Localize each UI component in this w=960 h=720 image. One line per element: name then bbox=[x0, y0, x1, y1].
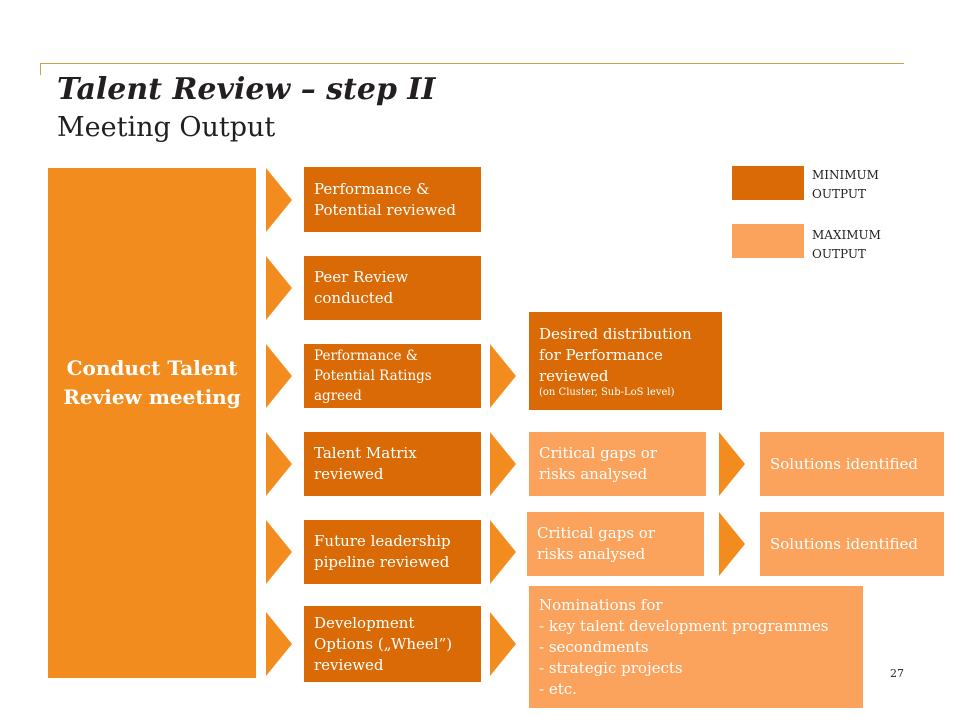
arrow-chevron-icon bbox=[490, 612, 516, 676]
performance-potential-ratings-box: Performance & Potential Ratings agreed bbox=[304, 344, 481, 408]
box-label: Talent Matrix reviewed bbox=[314, 444, 417, 483]
box-label: Solutions identified bbox=[770, 454, 918, 473]
arrow-chevron-icon bbox=[490, 344, 516, 408]
arrow-chevron-icon bbox=[266, 344, 292, 408]
box-label: Future leadership pipeline reviewed bbox=[314, 532, 451, 571]
solutions-identified-box-1: Solutions identified bbox=[760, 432, 944, 496]
nominations-item: - etc. bbox=[539, 679, 577, 698]
header-rule-tick bbox=[40, 63, 41, 75]
arrow-chevron-icon bbox=[266, 168, 292, 232]
nominations-title: Nominations for bbox=[539, 595, 663, 614]
future-leadership-pipeline-box: Future leadership pipeline reviewed bbox=[304, 520, 481, 584]
box-label: Solutions identified bbox=[770, 534, 918, 553]
development-options-box: Development Options („Wheel”) reviewed bbox=[304, 606, 481, 682]
box-label: Desired distribution for Performance rev… bbox=[539, 324, 692, 385]
legend-label-minimum: MINIMUM OUTPUT bbox=[812, 168, 879, 201]
critical-gaps-box-1: Critical gaps or risks analysed bbox=[529, 432, 706, 496]
box-label: Critical gaps or risks analysed bbox=[539, 444, 657, 483]
legend-label-maximum: MAXIMUM OUTPUT bbox=[812, 228, 881, 261]
box-label: Performance & Potential Ratings agreed bbox=[314, 348, 432, 404]
arrow-chevron-icon bbox=[266, 256, 292, 320]
page-number: 27 bbox=[890, 667, 904, 680]
arrow-chevron-icon bbox=[266, 432, 292, 496]
critical-gaps-box-2: Critical gaps or risks analysed bbox=[527, 512, 704, 576]
header-rule bbox=[40, 63, 904, 64]
nominations-item: - strategic projects bbox=[539, 658, 683, 677]
nominations-item: - secondments bbox=[539, 637, 649, 656]
arrow-chevron-icon bbox=[719, 512, 745, 576]
arrow-chevron-icon bbox=[266, 520, 292, 584]
desired-distribution-box: Desired distribution for Performance rev… bbox=[529, 312, 722, 410]
peer-review-conducted-box: Peer Review conducted bbox=[304, 256, 481, 320]
box-label: Peer Review conducted bbox=[314, 268, 409, 307]
performance-potential-reviewed-box: Performance & Potential reviewed bbox=[304, 167, 481, 232]
arrow-chevron-icon bbox=[719, 432, 745, 496]
box-label: Development Options („Wheel”) reviewed bbox=[314, 613, 453, 674]
solutions-identified-box-2: Solutions identified bbox=[760, 512, 944, 576]
box-label: Performance & Potential reviewed bbox=[314, 179, 456, 219]
nominations-item: - key talent development programmes bbox=[539, 616, 829, 635]
box-label: Critical gaps or risks analysed bbox=[537, 524, 655, 563]
legend-swatch-maximum bbox=[732, 224, 804, 258]
arrow-chevron-icon bbox=[490, 520, 516, 584]
legend-swatch-minimum bbox=[732, 166, 804, 200]
arrow-chevron-icon bbox=[490, 432, 516, 496]
conduct-talent-review-box: Conduct Talent Review meeting bbox=[48, 168, 256, 678]
arrow-chevron-icon bbox=[266, 612, 292, 676]
nominations-box: Nominations for - key talent development… bbox=[529, 586, 863, 708]
conduct-talent-review-label: Conduct Talent Review meeting bbox=[63, 356, 241, 409]
talent-matrix-reviewed-box: Talent Matrix reviewed bbox=[304, 432, 481, 496]
box-note: (on Cluster, Sub-LoS level) bbox=[539, 386, 675, 398]
page-subtitle: Meeting Output bbox=[57, 112, 276, 143]
page-title: Talent Review – step II bbox=[57, 72, 436, 107]
